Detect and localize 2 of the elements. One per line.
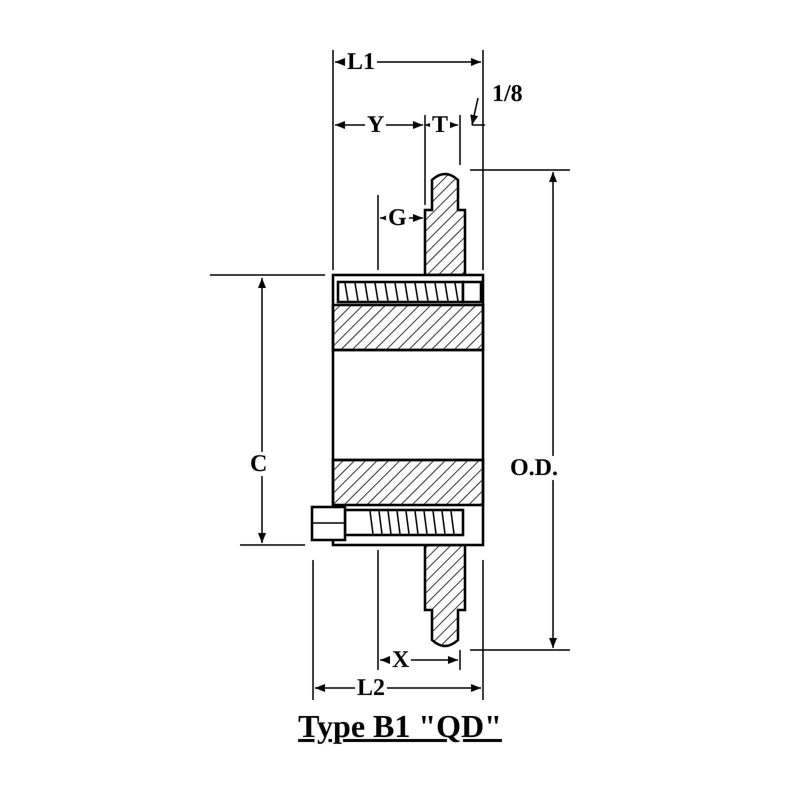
dimension-label: O.D. bbox=[508, 456, 560, 480]
title: Type B1 "QD" bbox=[298, 708, 502, 744]
